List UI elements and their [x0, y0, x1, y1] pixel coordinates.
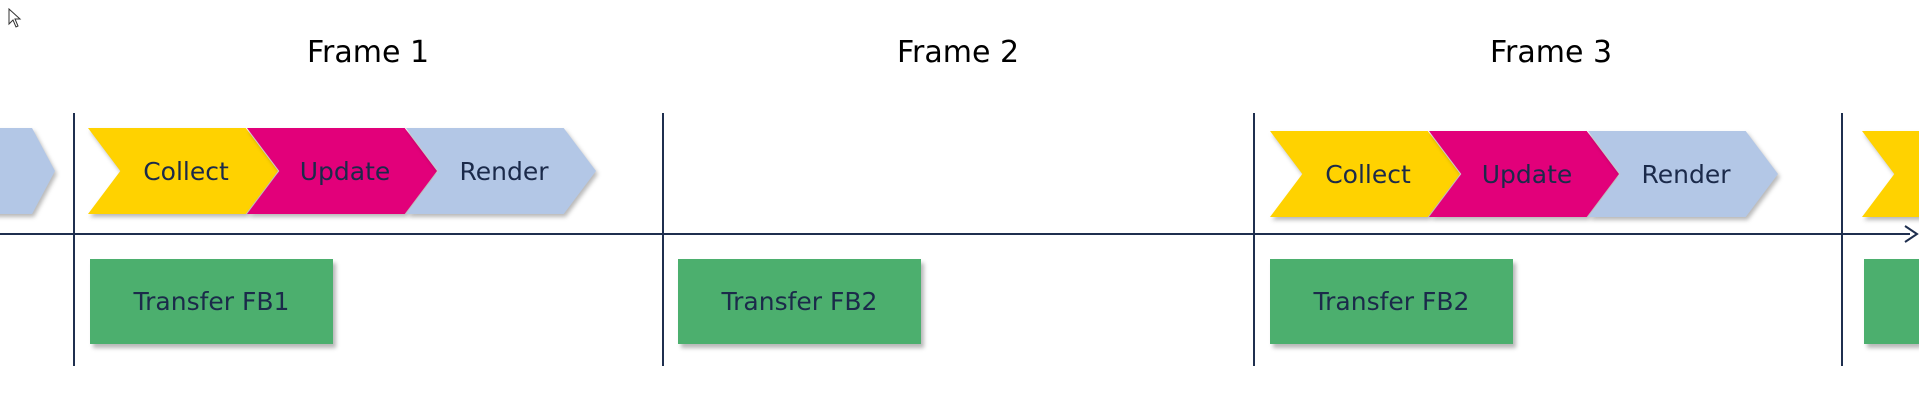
stage-label: Update [1481, 159, 1573, 189]
frame-2-title: Frame 2 [896, 35, 1020, 70]
stage-label: Render [459, 156, 549, 186]
frame-1-collect-stage: Collect [88, 128, 278, 214]
frame-1-transfer-box: Transfer FB1 [90, 259, 333, 344]
frame-3-transfer-box: Transfer FB2 [1270, 259, 1513, 344]
transfer-label: Transfer FB2 [1313, 287, 1470, 316]
frame-3-title: Frame 3 [1489, 35, 1613, 70]
frame-1-render-stage: Render [406, 128, 596, 214]
stage-label: Update [299, 156, 391, 186]
frame-1-update-stage: Update [247, 128, 437, 214]
partial-transfer-box [1864, 259, 1919, 344]
frame-divider [1841, 113, 1843, 366]
frame-1-title: Frame 1 [306, 35, 430, 70]
transfer-label: Transfer FB1 [133, 287, 290, 316]
frame-divider [1253, 113, 1255, 366]
frame-3-collect-stage: Collect [1270, 131, 1460, 217]
frame-3-update-stage: Update [1429, 131, 1619, 217]
frame-divider [662, 113, 664, 366]
timeline-axis [0, 233, 1910, 235]
frame-2-transfer-box: Transfer FB2 [678, 259, 921, 344]
mouse-pointer-icon [8, 8, 22, 28]
stage-label: Collect [1325, 159, 1411, 189]
partial-collect-chevron [1862, 131, 1919, 217]
frame-3-render-stage: Render [1588, 131, 1778, 217]
frame-divider [73, 113, 75, 366]
stage-label: Collect [143, 156, 229, 186]
transfer-label: Transfer FB2 [721, 287, 878, 316]
arrow-right-icon [1903, 224, 1919, 244]
partial-render-chevron [0, 128, 55, 214]
stage-label: Render [1641, 159, 1731, 189]
